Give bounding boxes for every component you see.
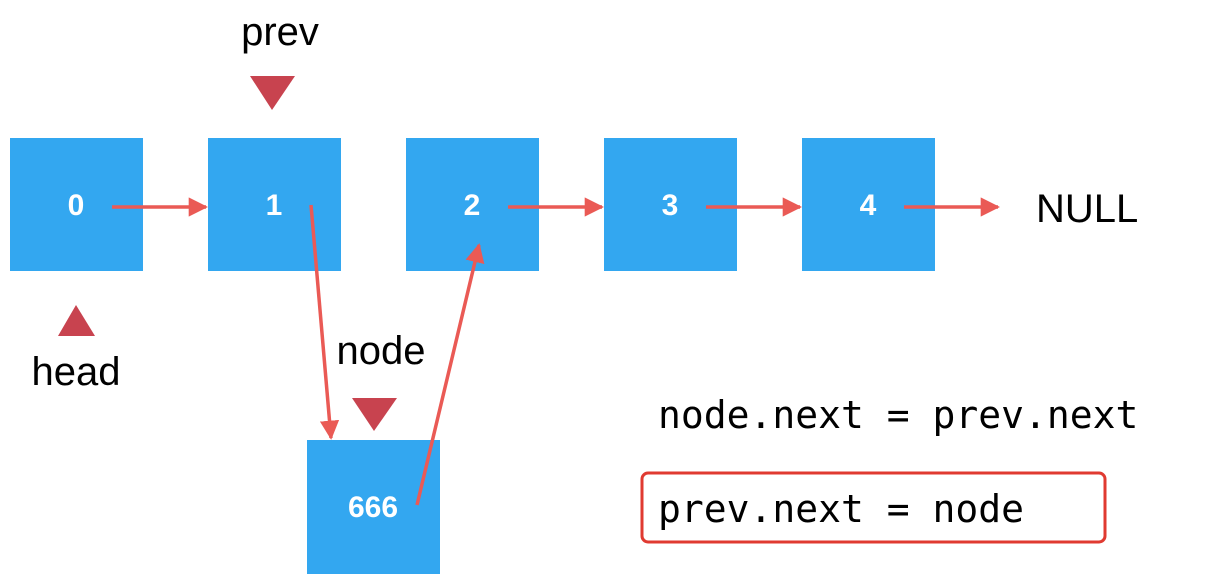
- node-box: [604, 138, 737, 271]
- node-box: [307, 440, 440, 574]
- head-label: head: [32, 350, 121, 394]
- node-box: [802, 138, 935, 271]
- prev-pointer-icon: [250, 76, 295, 110]
- node-2: 2: [406, 138, 539, 271]
- null-label: NULL: [1036, 187, 1138, 231]
- node-666: 666: [307, 440, 440, 574]
- code-line-1: node.next = prev.next: [658, 393, 1138, 437]
- prev-label: prev: [241, 10, 319, 54]
- node-value: 2: [464, 189, 481, 222]
- node-value: 3: [662, 189, 679, 222]
- node-pointer-icon: [352, 398, 397, 431]
- node-value: 1: [266, 189, 283, 222]
- node-value: 0: [68, 189, 85, 222]
- code-line-2: prev.next = node: [658, 487, 1024, 531]
- node-box: [10, 138, 143, 271]
- node-label: node: [337, 329, 426, 373]
- node-0: 0: [10, 138, 143, 271]
- node-3: 3: [604, 138, 737, 271]
- node-value: 666: [348, 491, 398, 524]
- node-1: 1: [208, 138, 341, 271]
- link-1-to-666: [309, 204, 340, 440]
- head-pointer-icon: [58, 305, 95, 336]
- node-4: 4: [802, 138, 935, 271]
- link-666-to-2: [415, 243, 485, 506]
- node-box: [208, 138, 341, 271]
- code-highlight-box: [640, 471, 1107, 544]
- node-value: 4: [860, 189, 877, 222]
